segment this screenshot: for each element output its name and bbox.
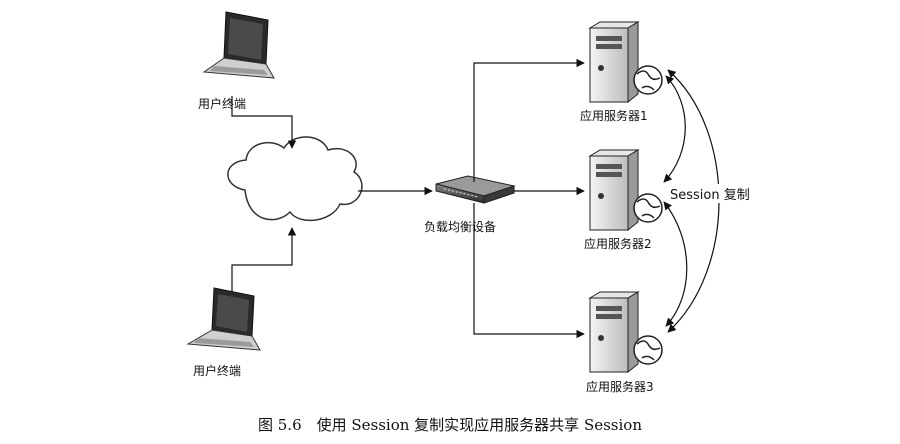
server-1-label: 应用服务器1 [580,109,648,123]
server-icon-1 [588,21,663,104]
user-terminal-bottom-label: 用户终端 [193,364,242,378]
load-balancer-label: 负载均衡设备 [424,220,497,234]
edge-balancer-to-server-3 [473,203,585,339]
server-icon-3 [588,291,663,374]
figure-caption: 图 5.6 使用 Session 复制实现应用服务器共享 Session [257,416,642,434]
edge-user-bottom-to-cloud [231,227,297,292]
edge-balancer-to-server-1 [473,58,585,182]
edge-user-top-to-cloud [231,96,297,149]
session-replication-label: Session 复制 [668,184,752,203]
replication-arc-1-2 [663,75,686,183]
laptop-icon-top [202,11,275,79]
server-3-label: 应用服务器3 [586,380,654,394]
server-icon-2 [588,149,663,232]
switch-icon [435,175,516,204]
user-terminal-top-label: 用户终端 [198,97,247,111]
replication-arc-2-3 [663,201,688,327]
server-2-label: 应用服务器2 [584,237,652,251]
laptop-icon-bottom [186,287,261,351]
cloud-icon [227,136,363,222]
